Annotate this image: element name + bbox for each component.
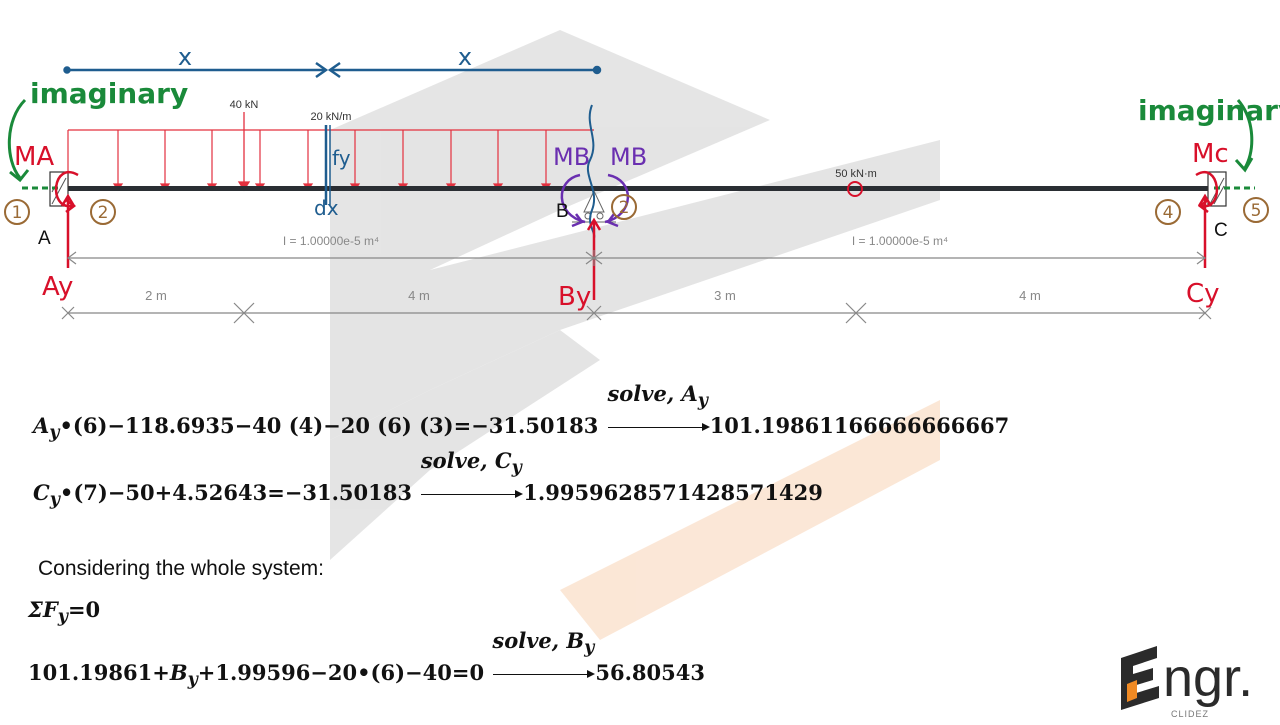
eq1-solve-label: solve — [607, 381, 667, 406]
eq1-solve-arrow: solve, Ay — [606, 381, 710, 438]
marker-4: 4 — [1163, 203, 1174, 223]
eq3-solve-arrow: solve, By — [491, 628, 596, 685]
fy-label: fy — [332, 146, 351, 170]
sum-fy-rhs: =0 — [67, 597, 101, 622]
eq3-result: 56.80543 — [595, 660, 705, 685]
sum-fy-equation: ΣFy=0 — [28, 597, 101, 628]
equation-cy: Cy •(7)−50+4.52643=−31.50183 solve, Cy 1.… — [33, 448, 823, 511]
by-label: By — [558, 282, 591, 312]
dimension-x — [63, 61, 602, 205]
engr-logo-mark: ngr. CLIDEZ — [1121, 646, 1253, 719]
cy-label: Cy — [1186, 279, 1220, 309]
eq3-lhs-b: +1.99596−20•(6)−40=0 — [197, 660, 485, 685]
mc-label: Mc — [1192, 139, 1229, 169]
marker-2a: 2 — [98, 203, 109, 223]
span-4-label: 4 m — [1019, 288, 1041, 303]
point-load-40kn — [237, 112, 251, 192]
node-c-label: C — [1214, 220, 1228, 241]
considering-text: Considering the whole system: — [38, 557, 324, 580]
equation-ay: Ay •(6)−118.6935−40 (4)−20 (6) (3)=−31.50… — [33, 381, 1010, 444]
eq2-solve-arrow: solve, Cy — [419, 448, 524, 505]
marker-5: 5 — [1251, 201, 1262, 221]
eq3-solve-label: solve — [492, 628, 552, 653]
eq1-solve-sub: y — [697, 391, 708, 412]
span-2-label: 4 m — [408, 288, 430, 303]
watermark-logo — [330, 30, 940, 640]
eq3-solve-var: B — [566, 628, 585, 653]
equation-by: 101.19861+ By +1.99596−20•(6)−40=0 solve, … — [28, 628, 705, 691]
eq2-result: 1.9959628571428571429 — [523, 480, 823, 505]
inertia-right-label: I = 1.00000e-5 m⁴ — [852, 234, 948, 248]
marker-1: 1 — [12, 203, 23, 223]
span-dimension — [61, 302, 1212, 324]
dim-x-left-label: x — [178, 43, 192, 71]
dx-label: dx — [314, 196, 339, 220]
mb-left-label: MB — [553, 143, 590, 171]
ay-label: Ay — [42, 272, 73, 302]
eq2-lhs: •(7)−50+4.52643=−31.50183 — [59, 480, 412, 505]
moment-b-arrows — [560, 173, 630, 228]
eq1-lhs: •(6)−118.6935−40 (4)−20 (6) (3)=−31.5018… — [59, 413, 599, 438]
beam — [68, 186, 1208, 191]
eq1-result: 101.19861166666666667 — [709, 413, 1010, 438]
segment-markers — [4, 194, 1269, 225]
eq2-solve-var: C — [494, 448, 512, 473]
eq3-solve-sub: y — [584, 638, 595, 659]
logo-main-text: ngr. — [1163, 648, 1253, 708]
inertia-dimension — [67, 250, 1206, 266]
marker-2b: 2 — [619, 198, 630, 218]
eq2-solve-label: solve — [420, 448, 481, 473]
span-3-label: 3 m — [714, 288, 736, 303]
engr-logo: ngr. CLIDEZ — [1117, 640, 1272, 725]
eq2-solve-sub: y — [511, 458, 522, 479]
mb-right-label: MB — [610, 143, 647, 171]
eq3-lhs-a: 101.19861+ — [28, 660, 170, 685]
ma-label: MA — [14, 142, 54, 172]
reactions-red — [54, 171, 1219, 300]
point-load-label: 40 kN — [230, 99, 259, 111]
imaginary-arrows — [7, 98, 1255, 190]
node-a-label: A — [38, 228, 51, 249]
dist-load-label: 20 kN/m — [311, 111, 352, 123]
eq1-solve-var: A — [681, 381, 698, 406]
inertia-left-label: I = 1.00000e-5 m⁴ — [283, 234, 379, 248]
dim-x-right-label: x — [458, 43, 472, 71]
imaginary-right-label: imaginary — [1138, 94, 1280, 127]
node-b-label: B — [556, 201, 569, 222]
span-1-label: 2 m — [145, 288, 167, 303]
imaginary-left-label: imaginary — [30, 77, 188, 110]
moment-load-label: 50 kN·m — [835, 168, 877, 180]
fixed-support-a — [49, 171, 69, 207]
logo-sub-text: CLIDEZ — [1171, 709, 1209, 719]
